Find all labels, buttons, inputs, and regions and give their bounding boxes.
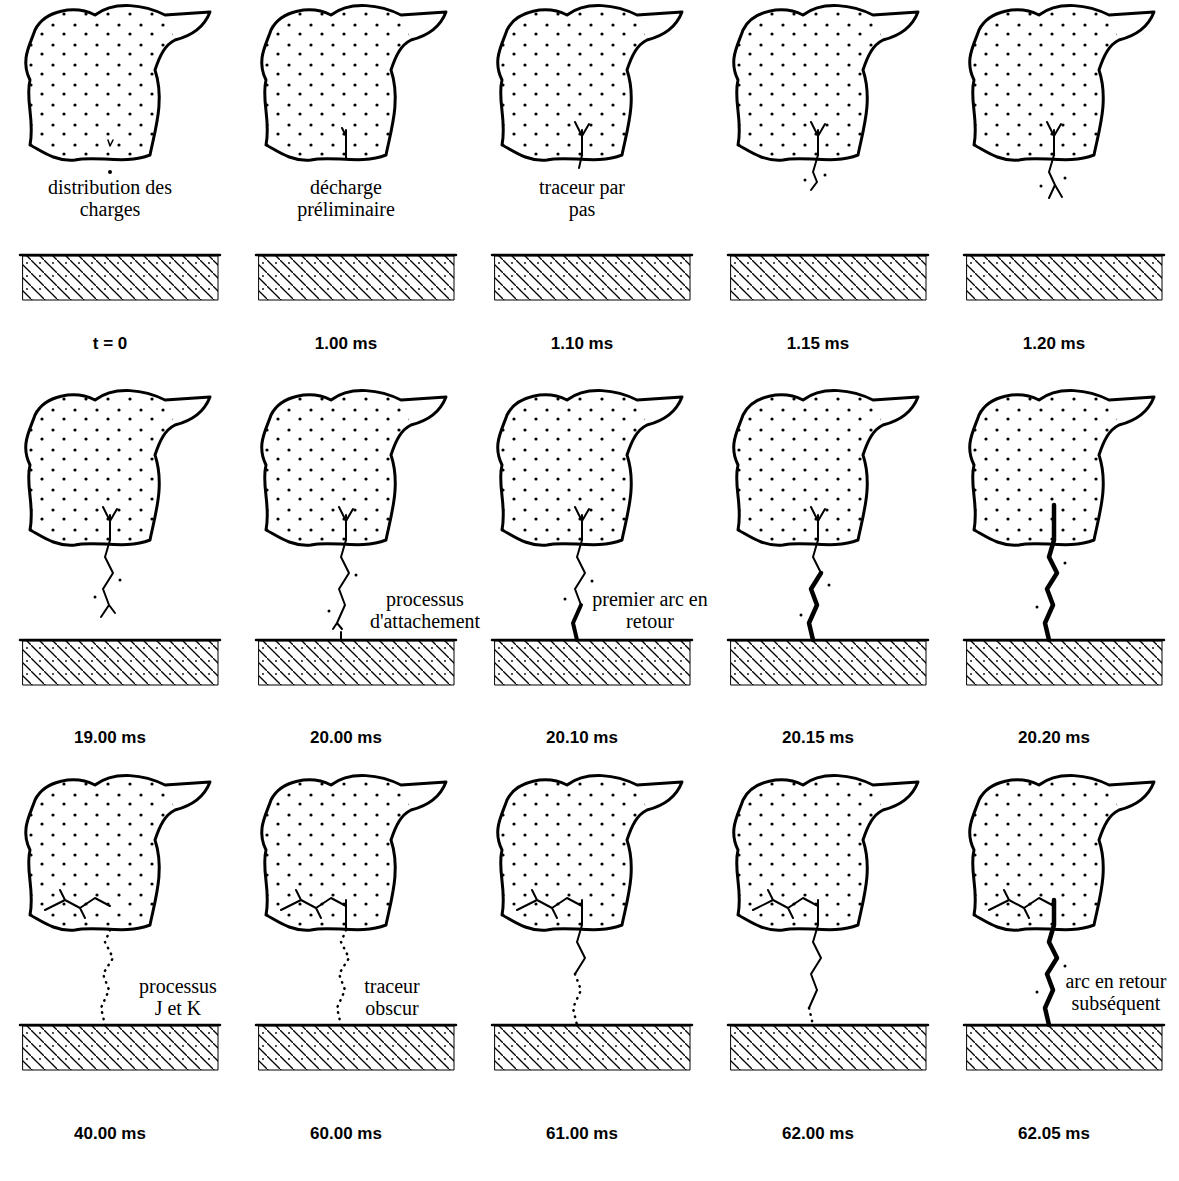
time-label: 20.10 ms: [546, 728, 618, 748]
time-label: 20.00 ms: [310, 728, 382, 748]
time-label: 62.05 ms: [1018, 1124, 1090, 1144]
stage-label: distribution des charges: [45, 176, 175, 220]
time-label: t = 0: [93, 334, 128, 354]
stage-label: traceur obscur: [350, 975, 435, 1019]
stage-label: décharge préliminaire: [281, 176, 411, 220]
stage-label: processus d'attachement: [353, 588, 498, 632]
time-label: 62.00 ms: [782, 1124, 854, 1144]
time-label: 1.15 ms: [787, 334, 849, 354]
time-label: 61.00 ms: [546, 1124, 618, 1144]
time-label: 40.00 ms: [74, 1124, 146, 1144]
time-label: 1.10 ms: [551, 334, 613, 354]
time-label: 20.15 ms: [782, 728, 854, 748]
stage-label: traceur par pas: [532, 176, 632, 220]
time-label: 1.00 ms: [315, 334, 377, 354]
time-label: 60.00 ms: [310, 1124, 382, 1144]
time-label: 20.20 ms: [1018, 728, 1090, 748]
stage-label: arc en retour subséquent: [1060, 970, 1172, 1014]
time-label: 1.20 ms: [1023, 334, 1085, 354]
stage-label: premier arc en retour: [588, 588, 713, 632]
stage-label: processus J et K: [133, 975, 223, 1019]
time-label: 19.00 ms: [74, 728, 146, 748]
